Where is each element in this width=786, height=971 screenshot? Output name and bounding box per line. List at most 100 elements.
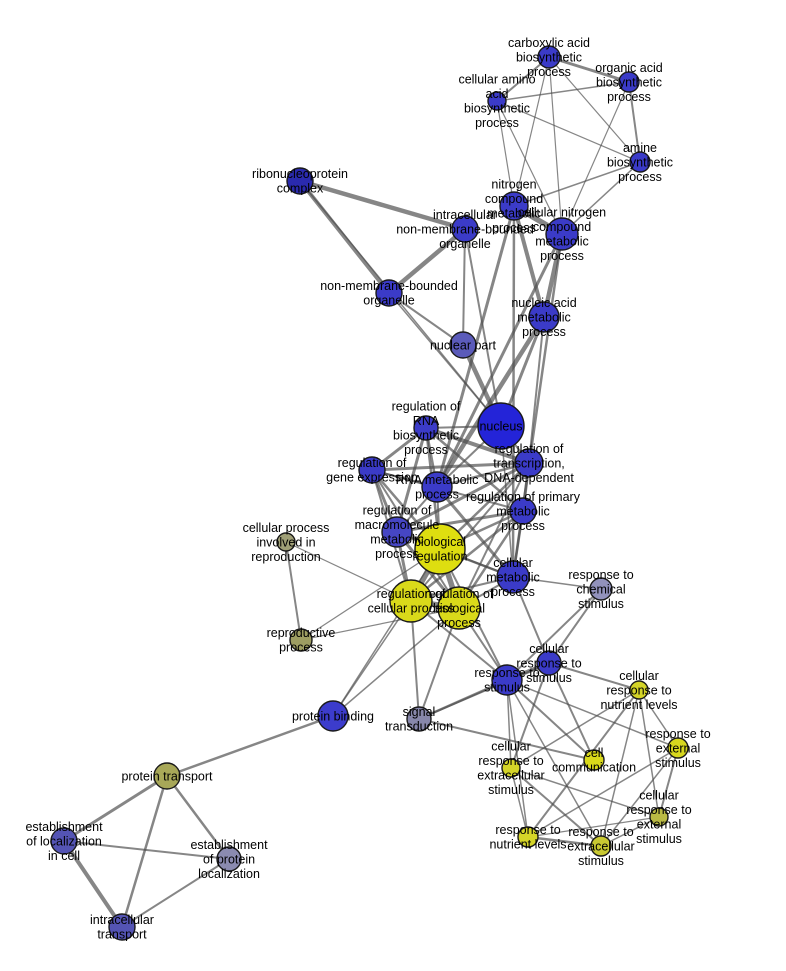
graph-edge-organic-acid-biosynthetic-process--cellular-amino-acid-biosynthetic-process[interactable] <box>496 81 630 102</box>
graph-edge-nitrogen-compound-metabolic-process--cellular-metabolic-process[interactable] <box>511 204 516 579</box>
graph-node-nuclear-part[interactable] <box>449 331 477 359</box>
graph-edge-response-to-nutrient-levels--response-to-extracellular-stimulus[interactable] <box>526 835 603 848</box>
graph-edge-nucleus--cellular-metabolic-process[interactable] <box>500 425 514 578</box>
graph-edge-nucleic-acid-metabolic-process--rna-metabolic-process[interactable] <box>434 314 547 490</box>
graph-node-cellular-response-to-extracellular-stimulus[interactable] <box>501 758 521 778</box>
graph-edge-protein-transport--intracellular-transport[interactable] <box>120 774 169 929</box>
graph-edge-organic-acid-biosynthetic-process--cellular-nitrogen-compound-metabolic-process[interactable] <box>561 81 630 235</box>
graph-node-nucleus[interactable] <box>477 402 525 450</box>
graph-edge-response-to-external-stimulus--cellular-response-to-external-stimulus[interactable] <box>658 747 679 818</box>
graph-edge-response-to-stimulus--response-to-external-stimulus[interactable] <box>506 679 679 749</box>
graph-node-regulation-of-gene-expression[interactable] <box>358 456 386 484</box>
graph-node-amine-biosynthetic-process[interactable] <box>629 151 651 173</box>
graph-node-regulation-of-biological-process[interactable] <box>437 586 481 630</box>
graph-edge-response-to-nutrient-levels--cellular-response-to-external-stimulus[interactable] <box>527 816 660 838</box>
graph-edge-cell-communication--signal-transduction[interactable] <box>418 718 595 761</box>
graph-edge-amine-biosynthetic-process--cellular-nitrogen-compound-metabolic-process[interactable] <box>561 161 641 235</box>
graph-edge-non-membrane-bounded-organelle--nucleus[interactable] <box>388 292 502 427</box>
graph-node-cell-communication[interactable] <box>583 749 605 771</box>
graph-node-non-membrane-bounded-organelle[interactable] <box>375 279 403 307</box>
graph-edge-response-to-extracellular-stimulus--cellular-response-to-external-stimulus[interactable] <box>600 816 660 847</box>
graph-node-cellular-response-to-stimulus[interactable] <box>536 650 562 676</box>
graph-edge-cellular-response-to-nutrient-levels--cellular-response-to-external-stimulus[interactable] <box>638 689 660 818</box>
graph-node-cellular-response-to-external-stimulus[interactable] <box>649 807 669 827</box>
graph-node-regulation-of-cellular-process[interactable] <box>389 579 433 623</box>
graph-edge-reproductive-process--biological-regulation[interactable] <box>300 548 441 641</box>
graph-node-establishment-of-protein-localization[interactable] <box>216 846 242 872</box>
graph-edge-cellular-amino-acid-biosynthetic-process--nitrogen-compound-metabolic-process[interactable] <box>496 100 515 207</box>
graph-node-reproductive-process[interactable] <box>289 628 313 652</box>
graph-edge-carboxylic-acid-biosynthetic-process--amine-biosynthetic-process[interactable] <box>548 56 641 163</box>
graph-node-rna-metabolic-process[interactable] <box>421 471 453 503</box>
graph-edge-cellular-response-to-stimulus--cellular-response-to-extracellular-stimulus[interactable] <box>510 662 550 769</box>
graph-node-signal-transduction[interactable] <box>406 706 432 732</box>
graph-edge-carboxylic-acid-biosynthetic-process--organic-acid-biosynthetic-process[interactable] <box>547 55 631 84</box>
graph-edge-cellular-amino-acid-biosynthetic-process--cellular-nitrogen-compound-metabolic-process[interactable] <box>496 100 563 235</box>
graph-edge-regulation-of-transcription-dna-dependent--regulation-of-gene-expression[interactable] <box>370 461 531 472</box>
graph-edge-response-to-external-stimulus--response-to-nutrient-levels[interactable] <box>527 747 679 838</box>
graph-node-cellular-metabolic-process[interactable] <box>496 560 530 594</box>
graph-edge-intracellular-non-membrane-bounded-organelle--non-membrane-bounded-organelle[interactable] <box>386 226 468 296</box>
graph-edge-cellular-response-to-stimulus--response-to-chemical-stimulus[interactable] <box>548 588 602 664</box>
graph-edge-carboxylic-acid-biosynthetic-process--nitrogen-compound-metabolic-process[interactable] <box>513 56 550 207</box>
graph-node-carboxylic-acid-biosynthetic-process[interactable] <box>537 45 561 69</box>
graph-edge-cellular-amino-acid-biosynthetic-process--amine-biosynthetic-process[interactable] <box>496 100 641 163</box>
graph-node-response-to-stimulus[interactable] <box>491 664 523 696</box>
graph-edge-cellular-response-to-extracellular-stimulus--cellular-response-to-external-stimulus[interactable] <box>510 767 660 818</box>
graph-node-protein-transport[interactable] <box>153 762 181 790</box>
graph-edge-cellular-response-to-extracellular-stimulus--response-to-nutrient-levels[interactable] <box>510 767 529 838</box>
graph-node-ribonucleoprotein-complex[interactable] <box>286 167 314 195</box>
graph-edge-reproductive-process--regulation-of-biological-process[interactable] <box>300 607 460 641</box>
graph-edge-regulation-of-rna-biosynthetic-process--regulation-of-primary-metabolic-process[interactable] <box>424 426 525 513</box>
graph-edge-response-to-stimulus--cell-communication[interactable] <box>506 679 595 761</box>
graph-node-nucleic-acid-metabolic-process[interactable] <box>528 301 560 333</box>
graph-edge-protein-transport--establishment-of-localization-in-cell[interactable] <box>62 774 169 843</box>
graph-node-regulation-of-macromolecule-metabolic-process[interactable] <box>381 516 413 548</box>
graph-node-cellular-process-involved-in-reproduction[interactable] <box>276 532 296 552</box>
graph-node-regulation-of-transcription-dna-dependent[interactable] <box>514 448 544 478</box>
graph-edge-ribonucleoprotein-complex--intracellular-non-membrane-bounded-organelle[interactable] <box>297 178 468 232</box>
graph-edge-organic-acid-biosynthetic-process--amine-biosynthetic-process[interactable] <box>628 81 641 163</box>
graph-edge-intracellular-non-membrane-bounded-organelle--nuclear-part[interactable] <box>462 228 466 346</box>
graph-edge-cellular-response-to-nutrient-levels--response-to-nutrient-levels[interactable] <box>527 689 640 838</box>
graph-node-intracellular-transport[interactable] <box>108 913 136 941</box>
graph-edge-nucleic-acid-metabolic-process--regulation-of-transcription-dna-dependent[interactable] <box>528 316 545 464</box>
graph-node-organic-acid-biosynthetic-process[interactable] <box>618 71 640 93</box>
graph-node-cellular-amino-acid-biosynthetic-process[interactable] <box>487 91 507 111</box>
graph-edge-carboxylic-acid-biosynthetic-process--cellular-nitrogen-compound-metabolic-process[interactable] <box>548 56 563 235</box>
graph-node-response-to-chemical-stimulus[interactable] <box>589 577 613 601</box>
graph-node-nitrogen-compound-metabolic-process[interactable] <box>499 191 529 221</box>
graph-edge-protein-binding--regulation-of-biological-process[interactable] <box>332 607 460 717</box>
graph-node-intracellular-non-membrane-bounded-organelle[interactable] <box>451 215 479 243</box>
graph-node-establishment-of-localization-in-cell[interactable] <box>50 827 78 855</box>
graph-edge-response-to-stimulus--signal-transduction[interactable] <box>417 678 509 721</box>
graph-edge-regulation-of-transcription-dna-dependent--regulation-of-macromolecule-metabolic-process[interactable] <box>395 461 531 534</box>
graph-edge-response-to-stimulus--response-to-nutrient-levels[interactable] <box>506 679 529 838</box>
graph-node-protein-binding[interactable] <box>317 700 349 732</box>
graph-edge-establishment-of-localization-in-cell--establishment-of-protein-localization[interactable] <box>63 840 230 860</box>
graph-edge-response-to-stimulus--response-to-chemical-stimulus[interactable] <box>506 588 602 681</box>
graph-edge-establishment-of-protein-localization--intracellular-transport[interactable] <box>121 858 230 928</box>
graph-edge-protein-binding--protein-transport[interactable] <box>165 714 335 778</box>
graph-edge-regulation-of-transcription-dna-dependent--rna-metabolic-process[interactable] <box>435 461 531 489</box>
graph-edge-non-membrane-bounded-organelle--nuclear-part[interactable] <box>388 292 464 346</box>
graph-edge-cellular-response-to-nutrient-levels--response-to-external-stimulus[interactable] <box>638 689 679 749</box>
graph-node-cellular-nitrogen-compound-metabolic-process[interactable] <box>545 217 579 251</box>
graph-edge-protein-transport--establishment-of-protein-localization[interactable] <box>165 774 231 861</box>
graph-node-response-to-external-stimulus[interactable] <box>667 737 689 759</box>
graph-edge-cellular-response-to-nutrient-levels--cellular-response-to-extracellular-stimulus[interactable] <box>510 689 640 769</box>
graph-node-regulation-of-primary-metabolic-process[interactable] <box>509 497 537 525</box>
graph-edge-regulation-of-transcription-dna-dependent--regulation-of-cellular-process[interactable] <box>410 462 530 602</box>
graph-node-regulation-of-rna-biosynthetic-process[interactable] <box>413 415 439 441</box>
graph-node-biological-regulation[interactable] <box>414 523 466 575</box>
graph-edge-protein-binding--biological-regulation[interactable] <box>332 548 441 717</box>
graph-edge-cellular-nitrogen-compound-metabolic-process--rna-metabolic-process[interactable] <box>435 232 564 489</box>
graph-node-response-to-nutrient-levels[interactable] <box>517 826 539 848</box>
graph-edge-response-to-stimulus--response-to-extracellular-stimulus[interactable] <box>506 679 602 847</box>
graph-edge-regulation-of-primary-metabolic-process--regulation-of-cellular-process[interactable] <box>409 509 525 603</box>
graph-edge-amine-biosynthetic-process--nitrogen-compound-metabolic-process[interactable] <box>513 161 641 207</box>
graph-edge-regulation-of-primary-metabolic-process--regulation-of-macromolecule-metabolic-process[interactable] <box>395 509 525 534</box>
graph-edge-establishment-of-localization-in-cell--intracellular-transport[interactable] <box>62 839 124 929</box>
graph-edge-cellular-response-to-stimulus--cellular-response-to-nutrient-levels[interactable] <box>548 662 640 691</box>
